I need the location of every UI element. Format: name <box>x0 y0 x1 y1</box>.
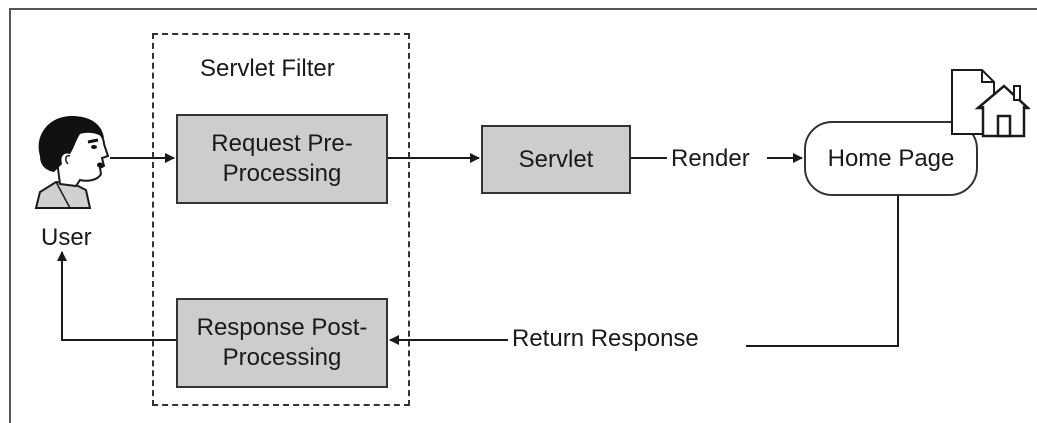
frame-top-border <box>9 8 1037 10</box>
response-post-processing-node: Response Post- Processing <box>176 298 388 388</box>
render-edge-label: Render <box>667 145 754 173</box>
user-head-icon <box>34 116 110 209</box>
servlet-node: Servlet <box>481 125 631 194</box>
user-label: User <box>41 224 92 251</box>
home-page-document-icon <box>951 69 1030 138</box>
line-home-to-return <box>746 196 899 347</box>
servlet-filter-title: Servlet Filter <box>200 55 335 82</box>
return-response-edge-label: Return Response <box>508 325 703 353</box>
request-pre-processing-node: Request Pre- Processing <box>176 114 388 204</box>
servlet-filter-container <box>152 33 410 406</box>
frame-left-border <box>9 8 11 423</box>
home-page-node: Home Page <box>804 121 978 196</box>
arrow-response-to-user <box>57 251 176 341</box>
